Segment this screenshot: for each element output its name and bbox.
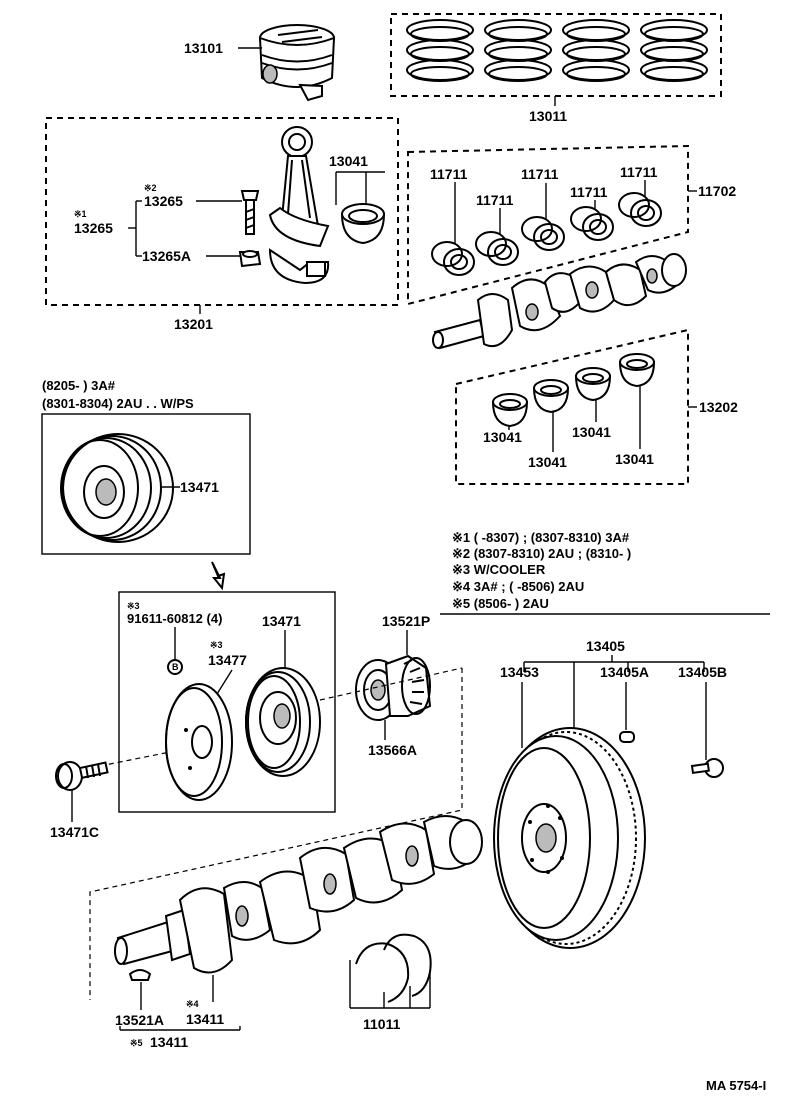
pulley-note-1: (8205- ) 3A# [42, 378, 116, 393]
footnote-3: ※3 W/COOLER [452, 562, 546, 577]
label-13471-upper: 13471 [180, 479, 219, 495]
cooler-pulley [165, 683, 233, 801]
label-13265A: 13265A [142, 248, 191, 264]
arrow-icon [211, 561, 226, 591]
piston-ring-set [406, 19, 708, 82]
crankshaft-pulley [245, 667, 321, 777]
mark-5: ※5 [130, 1038, 143, 1048]
label-13201: 13201 [174, 316, 213, 332]
footnote-1: ※1 ( -8307) ; (8307-8310) 3A# [452, 530, 630, 545]
label-11711-b: 11711 [476, 192, 514, 208]
mark-4: ※4 [186, 999, 199, 1009]
figure-code: MA 5754-I [706, 1078, 766, 1093]
main-bearing-upper-set [431, 192, 662, 276]
label-13041-b: 13041 [528, 454, 567, 470]
label-13265-left: 13265 [74, 220, 113, 236]
label-13011: 13011 [529, 108, 567, 124]
mark-2-upper: ※2 [144, 183, 157, 193]
rod-bearing-top [340, 203, 386, 245]
label-13411-a: 13411 [186, 1011, 224, 1027]
label-13521A: 13521A [115, 1012, 164, 1028]
timing-gear [355, 654, 432, 721]
label-13041-rod: 13041 [329, 153, 368, 169]
label-11711-c: 11711 [521, 166, 559, 182]
label-13041-a: 13041 [483, 429, 522, 445]
label-11711-a: 11711 [430, 166, 468, 182]
flywheel-bolt [690, 758, 724, 778]
label-13566A: 13566A [368, 742, 417, 758]
label-13405A: 13405A [600, 664, 649, 680]
footnote-2: ※2 (8307-8310) 2AU ; (8310- ) [452, 546, 631, 561]
piston [258, 24, 336, 102]
footnote-4: ※4 3A# ; ( -8506) 2AU [452, 579, 584, 594]
label-13101: 13101 [184, 40, 223, 56]
crankshaft-upper [432, 253, 687, 350]
label-13521P: 13521P [382, 613, 430, 629]
pulley-note-2: (8301-8304) 2AU . . W/PS [42, 396, 194, 411]
flywheel [493, 727, 646, 949]
rod-nut [238, 250, 262, 268]
pulley-bolt [55, 761, 109, 791]
thrust-washers [355, 933, 432, 1003]
main-bearing-lower-set [491, 353, 656, 428]
label-13265: 13265 [144, 193, 183, 209]
svg-text:B: B [172, 662, 179, 672]
mark-1-left: ※1 [74, 209, 87, 219]
label-13405: 13405 [586, 638, 625, 654]
footnote-5: ※5 (8506- ) 2AU [452, 596, 549, 611]
mark-3-bolt: ※3 [127, 601, 140, 611]
label-13405B: 13405B [678, 664, 727, 680]
label-13411-b: 13411 [150, 1034, 188, 1050]
rod-bolt [240, 190, 260, 235]
label-13471C: 13471C [50, 824, 99, 840]
label-13477: 13477 [208, 652, 247, 668]
bolt-b-icon: B [167, 659, 183, 675]
label-13041-d: 13041 [615, 451, 654, 467]
label-11711-e: 11711 [620, 164, 658, 180]
label-13202: 13202 [699, 399, 738, 415]
label-13471-lower: 13471 [262, 613, 301, 629]
label-13041-c: 13041 [572, 424, 611, 440]
label-11011: 11011 [363, 1016, 401, 1032]
mark-3-pulley: ※3 [210, 640, 223, 650]
crank-key [128, 969, 152, 981]
label-91611-60812: 91611-60812 (4) [127, 611, 222, 626]
label-11711-d: 11711 [570, 184, 608, 200]
dowel-pin [619, 731, 635, 743]
crankshaft-pulley-wps [60, 433, 174, 543]
label-11702: 11702 [698, 183, 736, 199]
label-13453: 13453 [500, 664, 539, 680]
connecting-rod [268, 126, 330, 285]
crankshaft-lower [114, 815, 483, 974]
